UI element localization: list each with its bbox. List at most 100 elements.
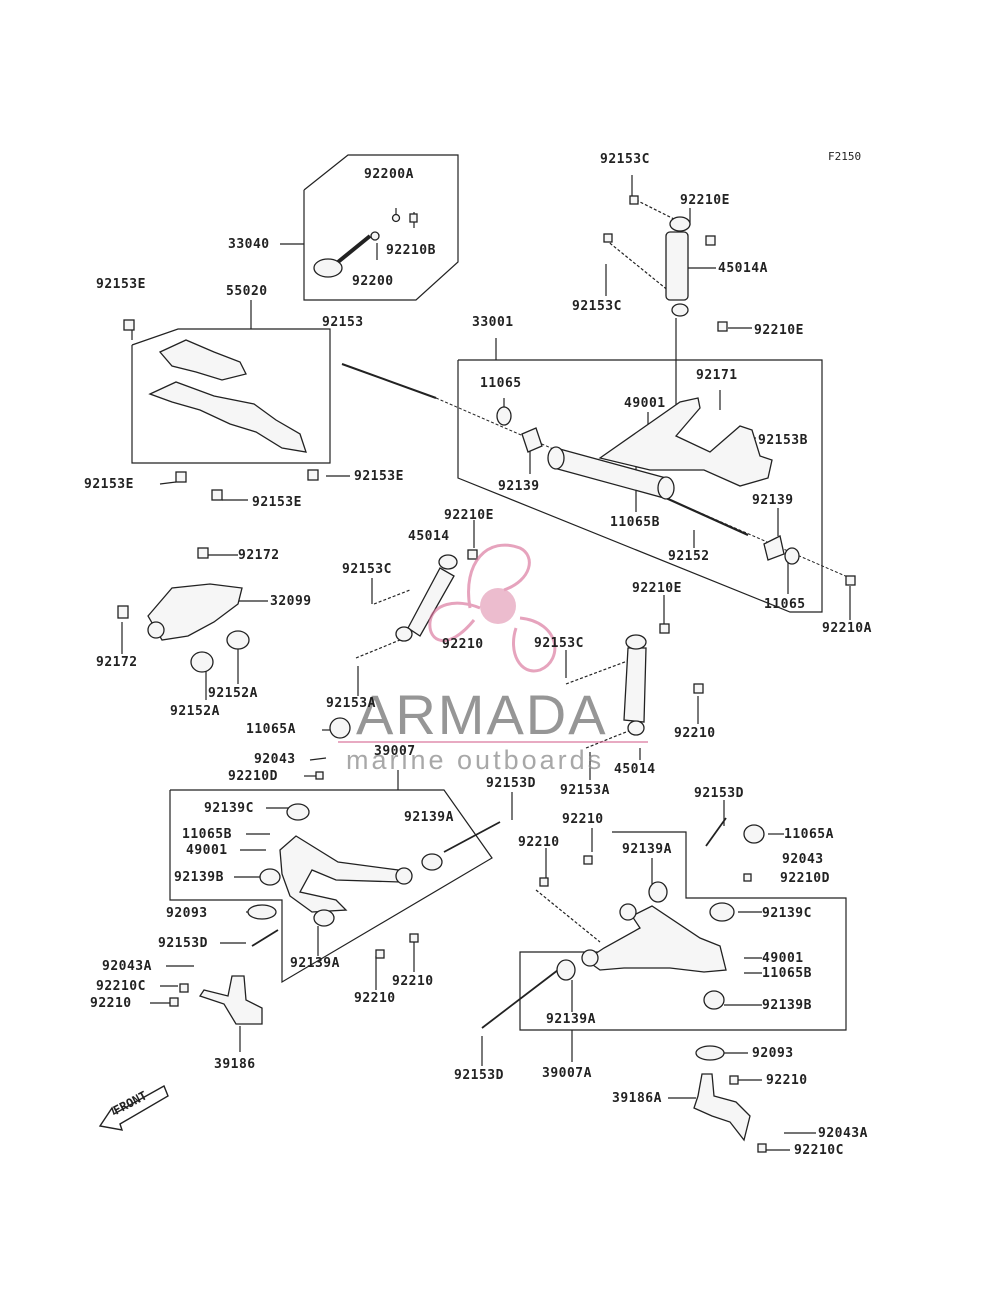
part-label: 92043: [782, 852, 824, 867]
part-label: 39186: [214, 1057, 256, 1072]
rod-end-33040: [313, 258, 343, 278]
part-label: 92139A: [622, 842, 672, 857]
part-label: 11065B: [182, 827, 232, 842]
knuckle-39186: [198, 975, 263, 1025]
cover-32099: [147, 583, 243, 641]
part-label: 92152: [668, 549, 710, 564]
part-label: 92153E: [354, 469, 404, 484]
part-label: 92153A: [326, 696, 376, 711]
part-label: 92139B: [762, 998, 812, 1013]
part-label: 92210E: [632, 581, 682, 596]
part-label: 92210B: [386, 243, 436, 258]
part-label: 92139B: [174, 870, 224, 885]
part-label: 92210: [562, 812, 604, 827]
part-label: 39007: [374, 744, 416, 759]
part-label: 92210E: [680, 193, 730, 208]
part-label: 92043A: [102, 959, 152, 974]
part-label: 92210: [674, 726, 716, 741]
part-label: 92093: [166, 906, 208, 921]
part-label: 92153C: [534, 636, 584, 651]
part-label: 92210D: [228, 769, 278, 784]
part-label: 92153C: [342, 562, 392, 577]
part-label: 11065A: [784, 827, 834, 842]
part-label: 32099: [270, 594, 312, 609]
part-label: 92139A: [290, 956, 340, 971]
part-label: 92200: [352, 274, 394, 289]
part-label: 39186A: [612, 1091, 662, 1106]
part-label: 92153D: [158, 936, 208, 951]
part-label: 92153C: [572, 299, 622, 314]
part-label: 11065B: [762, 966, 812, 981]
part-label: 92172: [238, 548, 280, 563]
front-shock-45014: [407, 567, 455, 637]
part-label: 92172: [96, 655, 138, 670]
part-label: 92210: [442, 637, 484, 652]
watermark-tagline: marine outboards: [346, 745, 605, 775]
part-label: 92043: [254, 752, 296, 767]
a-arm-39007: [279, 835, 401, 913]
part-label: 33040: [228, 237, 270, 252]
part-label: 55020: [226, 284, 268, 299]
part-label: 92171: [696, 368, 738, 383]
part-label: 92153E: [84, 477, 134, 492]
part-label: 92210A: [822, 621, 872, 636]
part-label: 92210: [90, 996, 132, 1011]
knuckle-39186a: [693, 1073, 751, 1142]
part-label: 92153C: [600, 152, 650, 167]
part-label: 92210E: [444, 508, 494, 523]
part-label: 92153D: [486, 776, 536, 791]
part-label: 92152A: [170, 704, 220, 719]
part-label: 45014: [614, 762, 656, 777]
part-label: 92153E: [96, 277, 146, 292]
part-label: 45014A: [718, 261, 768, 276]
part-label: 92093: [752, 1046, 794, 1061]
group-box-39007: [169, 789, 493, 984]
part-label: 92139A: [546, 1012, 596, 1027]
part-label: 92139C: [204, 801, 254, 816]
front-shock-45014-right: [623, 647, 647, 723]
part-label: 92210D: [780, 871, 830, 886]
part-label: 92043A: [818, 1126, 868, 1141]
part-label: 92210: [518, 835, 560, 850]
part-label: 39007A: [542, 1066, 592, 1081]
watermark-logo: [428, 543, 557, 673]
part-label: 11065: [764, 597, 806, 612]
part-label: 92210C: [794, 1143, 844, 1158]
part-label: 92153B: [758, 433, 808, 448]
part-label: 92139C: [762, 906, 812, 921]
part-label: 92153E: [252, 495, 302, 510]
group-box-55020: [131, 328, 331, 464]
part-label: 92153D: [454, 1068, 504, 1083]
part-label: 92210E: [754, 323, 804, 338]
part-label: 92153D: [694, 786, 744, 801]
group-box-33040: [303, 154, 459, 301]
group-box-33001: [457, 359, 823, 613]
part-label: 45014: [408, 529, 450, 544]
part-label: 92200A: [364, 167, 414, 182]
part-label: 49001: [186, 843, 228, 858]
part-label: 92210: [354, 991, 396, 1006]
part-label: 92152A: [208, 686, 258, 701]
part-label: 92139A: [404, 810, 454, 825]
part-label: 92139: [752, 493, 794, 508]
part-label: 11065A: [246, 722, 296, 737]
part-label: 92210C: [96, 979, 146, 994]
part-label: 92139: [498, 479, 540, 494]
part-label: 33001: [472, 315, 514, 330]
guard-55020: [148, 381, 307, 453]
group-box-39007a: [519, 831, 847, 1031]
part-label: 92210: [766, 1073, 808, 1088]
a-arm-39007a: [584, 905, 727, 973]
part-label: 92210: [392, 974, 434, 989]
part-label: 92153: [322, 315, 364, 330]
rear-shock-45014a: [665, 231, 689, 301]
front-arrow-icon: [98, 1084, 169, 1131]
part-label: 49001: [762, 951, 804, 966]
watermark-brand: ARMADA: [356, 683, 608, 746]
part-label: 49001: [624, 396, 666, 411]
figure-reference: F2150: [828, 150, 862, 163]
part-label: 92153A: [560, 783, 610, 798]
part-label: 11065: [480, 376, 522, 391]
